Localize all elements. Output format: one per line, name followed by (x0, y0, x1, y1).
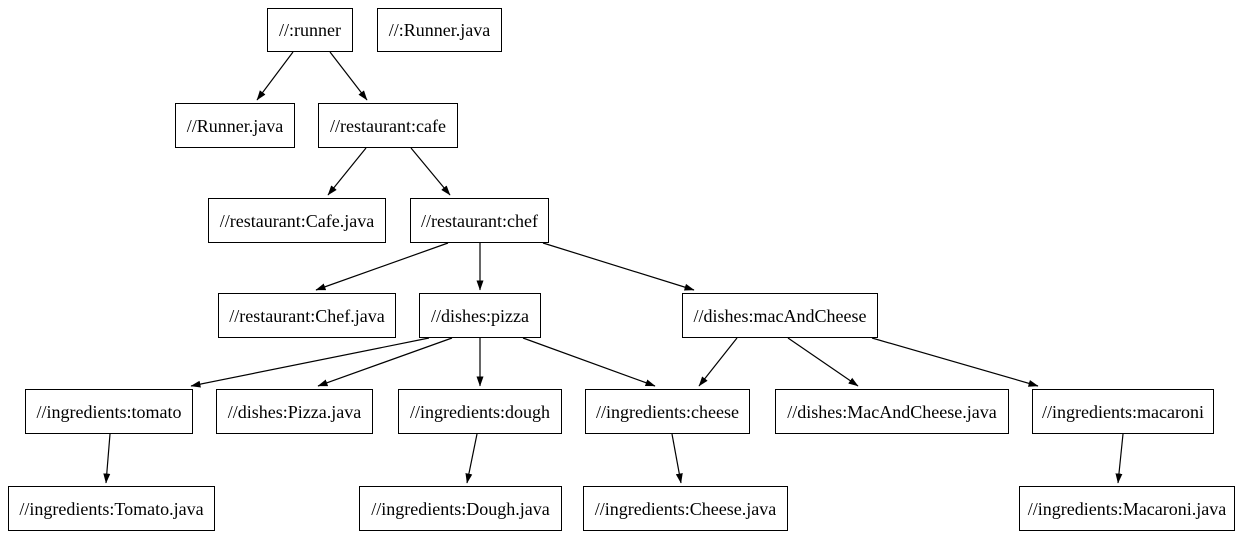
graph-node-label: //Runner.java (186, 115, 284, 136)
graph-node-chef: //restaurant:chef (410, 198, 549, 243)
graph-node-dough: //ingredients:dough (398, 389, 562, 434)
graph-node-label: //restaurant:chef (421, 210, 538, 231)
graph-node-tomato: //ingredients:tomato (25, 389, 193, 434)
graph-node-mac-and-cheese: //dishes:macAndCheese (682, 293, 878, 338)
graph-edge-pizza-to-pizza-java (317, 337, 453, 387)
graph-node-macaroni-java: //ingredients:Macaroni.java (1019, 486, 1235, 531)
graph-node-mac-and-cheese-java: //dishes:MacAndCheese.java (775, 389, 1009, 434)
graph-edge-mac-and-cheese-to-macaroni (871, 337, 1039, 387)
graph-node-tomato-java: //ingredients:Tomato.java (8, 486, 215, 531)
graph-edge-runner-to-cafe (329, 51, 368, 101)
graph-node-label: //:runner (279, 20, 341, 40)
graph-node-label: //ingredients:macaroni (1042, 401, 1204, 422)
graph-node-runner-java: //Runner.java (175, 103, 295, 148)
graph-node-label: //ingredients:Macaroni.java (1027, 498, 1227, 519)
graph-node-label: //dishes:MacAndCheese.java (787, 401, 997, 422)
graph-edge-dough-to-dough-java (465, 433, 478, 484)
graph-node-chef-java: //restaurant:Chef.java (218, 293, 396, 338)
graph-edge-cafe-to-cafe-java (327, 147, 367, 196)
graph-node-runner: //:runner (267, 8, 353, 52)
graph-edge-tomato-to-tomato-java (103, 433, 111, 484)
graph-edge-cafe-to-chef (410, 147, 451, 196)
graph-node-cheese: //ingredients:cheese (585, 389, 750, 434)
graph-node-label: //ingredients:Dough.java (371, 498, 550, 519)
graph-edge-runner-to-runner-java (256, 51, 294, 101)
graph-node-label: //:Runner.java (388, 20, 491, 40)
graph-node-cheese-java: //ingredients:Cheese.java (583, 486, 788, 531)
graph-edge-mac-and-cheese-to-mac-and-cheese-java (787, 337, 859, 387)
graph-edge-cheese-to-cheese-java (671, 433, 683, 484)
graph-node-label: //ingredients:tomato (36, 401, 182, 422)
graph-node-macaroni: //ingredients:macaroni (1032, 389, 1214, 434)
graph-node-root-runner-java: //:Runner.java (377, 8, 502, 52)
graph-node-label: //ingredients:Cheese.java (594, 498, 777, 519)
graph-node-label: //dishes:Pizza.java (227, 401, 362, 422)
graph-edge-chef-to-chef-java (315, 242, 449, 291)
graph-node-label: //ingredients:cheese (596, 401, 739, 422)
graph-edge-mac-and-cheese-to-cheese (698, 337, 738, 387)
graph-node-pizza: //dishes:pizza (419, 293, 541, 338)
graph-node-cafe-java: //restaurant:Cafe.java (208, 198, 386, 243)
graph-node-label: //restaurant:Cafe.java (219, 210, 375, 231)
graph-edge-pizza-to-tomato (190, 337, 430, 388)
graph-node-label: //ingredients:Tomato.java (19, 498, 204, 519)
graph-node-dough-java: //ingredients:Dough.java (359, 486, 562, 531)
graph-node-label: //restaurant:Chef.java (229, 305, 385, 326)
graph-node-label: //ingredients:dough (410, 401, 550, 422)
graph-edge-macaroni-to-macaroni-java (1115, 433, 1124, 484)
graph-node-cafe: //restaurant:cafe (318, 103, 458, 148)
graph-node-pizza-java: //dishes:Pizza.java (216, 389, 373, 434)
graph-node-label: //restaurant:cafe (330, 115, 446, 136)
graph-node-label: //dishes:macAndCheese (693, 305, 867, 326)
graph-edge-pizza-to-cheese (522, 337, 656, 387)
graph-node-label: //dishes:pizza (431, 305, 529, 326)
graph-edge-chef-to-mac-and-cheese (542, 242, 695, 291)
